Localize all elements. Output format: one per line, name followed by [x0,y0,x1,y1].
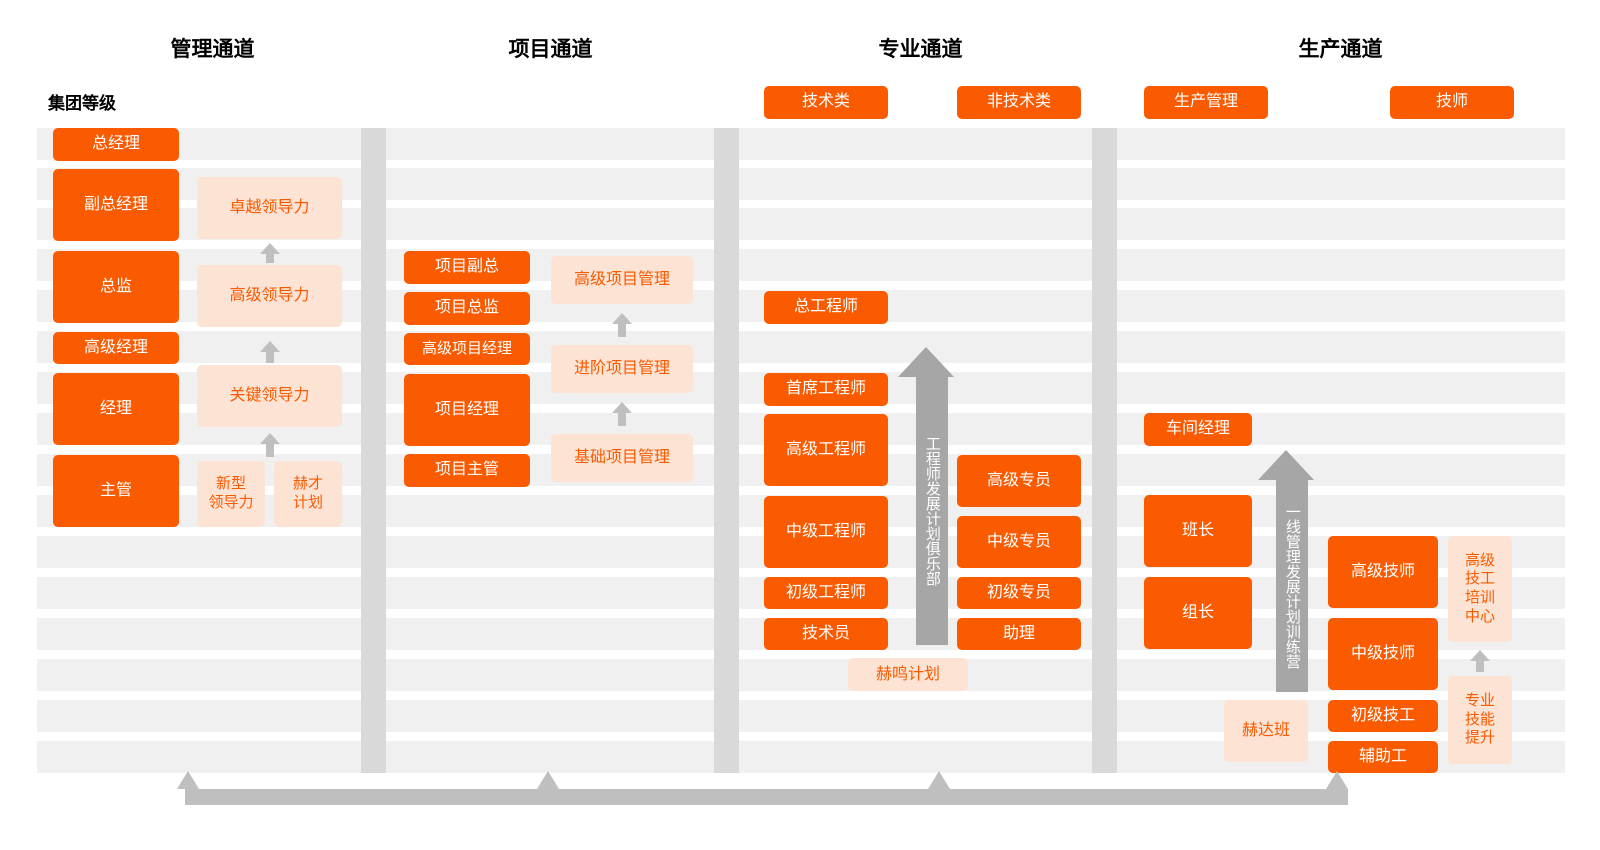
bottom-up-arrow-icon [928,771,950,791]
technical-role-intermediate-engineer[interactable]: 中级工程师 [764,496,888,568]
column-title-professional: 专业通道 [878,38,963,61]
group-level-label: 集团等级 [48,94,116,113]
leadership-program-senior[interactable]: 高级领导力 [197,265,342,327]
technical-role-chief-engineer[interactable]: 总工程师 [764,291,888,324]
bottom-progression-bar [185,789,1348,805]
production-role-group-leader[interactable]: 组长 [1144,577,1252,649]
up-arrow-icon [260,433,280,457]
subheader-technical[interactable]: 技术类 [764,86,888,119]
technician-program-training-center[interactable]: 高级 技工 培训 中心 [1448,536,1512,642]
up-arrow-icon [612,313,632,337]
column-title-management: 管理通道 [170,38,255,61]
management-level-deputy-general-manager[interactable]: 副总经理 [53,169,179,241]
leadership-program-hecai[interactable]: 赫才 计划 [274,461,342,527]
management-level-manager[interactable]: 经理 [53,373,179,445]
technical-role-senior-engineer[interactable]: 高级工程师 [764,414,888,486]
column-separator [714,128,739,773]
project-program-advanced[interactable]: 高级项目管理 [551,256,693,304]
up-arrow-icon [1470,650,1490,672]
nontechnical-role-intermediate-specialist[interactable]: 中级专员 [957,516,1081,568]
production-role-team-leader[interactable]: 班长 [1144,495,1252,567]
subheader-production-management[interactable]: 生产管理 [1144,86,1268,119]
production-role-workshop-manager[interactable]: 车间经理 [1144,413,1252,446]
management-level-supervisor[interactable]: 主管 [53,455,179,527]
technical-role-junior-engineer[interactable]: 初级工程师 [764,577,888,609]
project-role-senior-manager[interactable]: 高级项目经理 [404,333,530,365]
bottom-up-arrow-icon [177,771,199,791]
engineer-development-arrow: 工程师发展计划俱乐部 [898,347,954,645]
nontechnical-role-junior-specialist[interactable]: 初级专员 [957,577,1081,609]
leadership-program-excellence[interactable]: 卓越领导力 [197,177,342,239]
project-role-director[interactable]: 项目总监 [404,292,530,325]
technical-role-principal-engineer[interactable]: 首席工程师 [764,373,888,406]
project-program-intermediate[interactable]: 进阶项目管理 [551,345,693,393]
row-band [37,700,1565,732]
subheader-nontechnical[interactable]: 非技术类 [957,86,1081,119]
engineer-development-arrow-label: 工程师发展计划俱乐部 [923,436,941,586]
leadership-program-new[interactable]: 新型 领导力 [197,461,265,527]
project-role-vice-president[interactable]: 项目副总 [404,251,530,284]
row-band [37,741,1565,773]
column-separator [361,128,386,773]
frontline-management-arrow-label: 一线管理发展计划训练营 [1283,503,1301,669]
program-heming-plan[interactable]: 赫鸣计划 [848,658,968,691]
leadership-program-key[interactable]: 关键领导力 [197,365,342,427]
column-separator [1092,128,1117,773]
nontechnical-role-assistant[interactable]: 助理 [957,618,1081,650]
up-arrow-icon [612,402,632,426]
project-program-basic[interactable]: 基础项目管理 [551,434,693,482]
management-level-senior-manager[interactable]: 高级经理 [53,332,179,364]
technical-role-technician[interactable]: 技术员 [764,618,888,650]
row-band [37,331,1565,363]
row-band [37,128,1565,160]
column-title-project: 项目通道 [508,38,593,61]
bottom-up-arrow-icon [1326,771,1348,791]
subheader-technician[interactable]: 技师 [1390,86,1514,119]
project-role-supervisor[interactable]: 项目主管 [404,454,530,487]
project-role-manager[interactable]: 项目经理 [404,374,530,446]
up-arrow-icon [260,341,280,363]
nontechnical-role-senior-specialist[interactable]: 高级专员 [957,455,1081,507]
up-arrow-icon [260,243,280,263]
technician-role-helper[interactable]: 辅助工 [1328,741,1438,773]
technician-role-junior[interactable]: 初级技工 [1328,700,1438,732]
bottom-up-arrow-icon [537,771,559,791]
frontline-management-arrow: 一线管理发展计划训练营 [1258,450,1314,692]
technician-role-intermediate[interactable]: 中级技师 [1328,618,1438,690]
management-level-director[interactable]: 总监 [53,251,179,323]
management-level-general-manager[interactable]: 总经理 [53,128,179,161]
program-heda-class[interactable]: 赫达班 [1224,700,1308,762]
technician-program-skill-upgrade[interactable]: 专业 技能 提升 [1448,676,1512,764]
row-band [37,659,1565,691]
column-title-production: 生产通道 [1298,38,1383,61]
technician-role-senior[interactable]: 高级技师 [1328,536,1438,608]
